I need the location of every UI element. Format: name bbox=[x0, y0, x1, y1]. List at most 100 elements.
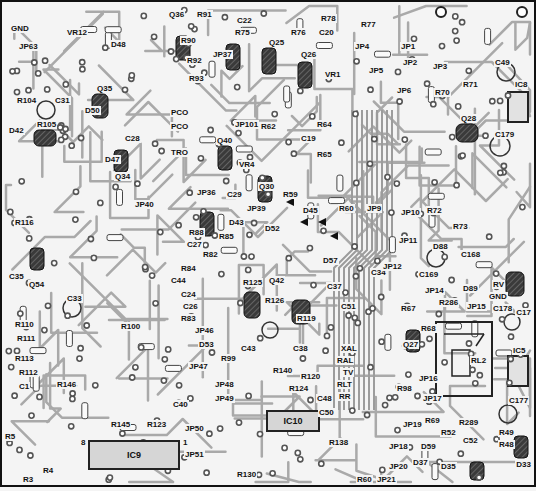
part-label: R286 bbox=[438, 298, 459, 307]
solder-pad bbox=[150, 273, 155, 278]
resistor-outline bbox=[284, 86, 290, 102]
part-label: JP40 bbox=[134, 200, 155, 209]
part-label: R123 bbox=[146, 420, 167, 429]
solder-pad bbox=[174, 57, 179, 62]
solder-pad bbox=[357, 266, 362, 271]
resistor-outline bbox=[385, 334, 391, 350]
solder-pad bbox=[236, 131, 241, 136]
solder-pad bbox=[177, 383, 182, 388]
part-label: R67 bbox=[400, 304, 417, 313]
solder-pad bbox=[153, 301, 158, 306]
copper-trace bbox=[40, 312, 58, 366]
part-label: JP49 bbox=[214, 394, 235, 403]
solder-pad bbox=[70, 391, 75, 396]
part-label: RL2 bbox=[470, 356, 487, 365]
part-label: R146 bbox=[56, 380, 77, 389]
part-label: GND bbox=[488, 292, 508, 301]
solder-pad bbox=[310, 114, 315, 119]
part-name: IC9 bbox=[127, 450, 141, 460]
part-label: JP37 bbox=[212, 50, 233, 59]
part-label: R70 bbox=[434, 88, 451, 97]
copper-trace bbox=[19, 47, 36, 74]
copper-trace bbox=[364, 110, 382, 410]
resistor-outline bbox=[117, 189, 123, 205]
copper-trace bbox=[420, 146, 456, 185]
part-label: C52 bbox=[462, 436, 479, 445]
solder-pad bbox=[84, 323, 89, 328]
part-label: D89 bbox=[462, 284, 479, 293]
part-label: R49 bbox=[498, 428, 515, 437]
part-label: R52 bbox=[440, 428, 457, 437]
solder-pad bbox=[249, 254, 254, 259]
solder-pad bbox=[500, 317, 505, 322]
copper-trace bbox=[359, 149, 422, 162]
resistor-outline bbox=[138, 344, 154, 350]
solder-pad bbox=[460, 153, 465, 158]
copper-trace bbox=[459, 239, 514, 247]
part-label: JP18 bbox=[388, 442, 409, 451]
solder-pad bbox=[508, 334, 513, 339]
copper-trace bbox=[81, 111, 84, 157]
solder-pad bbox=[432, 180, 437, 185]
solder-pad bbox=[120, 431, 125, 436]
part-label: JP63 bbox=[18, 42, 39, 51]
solder-pad bbox=[204, 470, 209, 475]
solder-pad bbox=[477, 373, 482, 378]
resistor-outline bbox=[316, 43, 332, 49]
part-label: TV bbox=[342, 368, 354, 377]
solder-pad bbox=[442, 360, 447, 365]
transistor-bodies bbox=[30, 36, 528, 480]
diode-symbols bbox=[286, 198, 338, 240]
part-label: JP19 bbox=[402, 420, 423, 429]
part-label: R3 bbox=[22, 475, 34, 484]
part-label: R4 bbox=[42, 466, 54, 475]
solder-pad bbox=[286, 140, 291, 145]
solder-pad bbox=[343, 290, 348, 295]
part-label: D42 bbox=[8, 126, 25, 135]
solder-pad bbox=[10, 69, 15, 74]
part-label: D59 bbox=[420, 442, 437, 451]
solder-pad bbox=[368, 365, 373, 370]
part-label: R88 bbox=[188, 228, 205, 237]
resistor-outline bbox=[165, 365, 181, 371]
solder-pad bbox=[224, 178, 229, 183]
solder-pad bbox=[346, 313, 351, 318]
solder-pad bbox=[27, 236, 32, 241]
solder-pad bbox=[508, 356, 513, 361]
copper-trace bbox=[211, 85, 269, 103]
part-label: C1 bbox=[18, 382, 30, 391]
part-label: C169 bbox=[418, 270, 439, 279]
resistor-outline bbox=[200, 137, 216, 143]
solder-pad bbox=[311, 283, 316, 288]
solder-pad bbox=[63, 126, 68, 131]
resistor-outline bbox=[30, 348, 46, 354]
copper-trace bbox=[393, 6, 427, 54]
solder-pad bbox=[520, 205, 525, 210]
solder-pad bbox=[36, 71, 41, 76]
part-label: D53 bbox=[198, 340, 215, 349]
resistor-outline bbox=[329, 198, 345, 204]
part-label: R99 bbox=[220, 354, 237, 363]
part-label: R98 bbox=[396, 384, 413, 393]
solder-pad bbox=[365, 412, 370, 417]
solder-pad bbox=[141, 13, 146, 18]
solder-pad bbox=[454, 38, 459, 43]
part-label: R93 bbox=[188, 74, 205, 83]
part-label: C50 bbox=[318, 408, 335, 417]
resistor-outline bbox=[432, 464, 438, 480]
part-label: C27 bbox=[186, 240, 203, 249]
solder-pad bbox=[415, 393, 420, 398]
part-label: R100 bbox=[120, 322, 141, 331]
solder-pad bbox=[238, 300, 243, 305]
part-label: JP16 bbox=[418, 374, 439, 383]
solder-pad bbox=[505, 93, 510, 98]
part-label: C49 bbox=[494, 58, 511, 67]
solder-pad bbox=[453, 14, 458, 19]
solder-pad bbox=[450, 135, 455, 140]
part-label: D47 bbox=[104, 155, 121, 164]
part-label: R59 bbox=[282, 190, 299, 199]
solder-pad bbox=[319, 461, 324, 466]
solder-pad bbox=[406, 372, 411, 377]
resistor-outline bbox=[33, 375, 39, 391]
copper-trace bbox=[292, 97, 317, 126]
